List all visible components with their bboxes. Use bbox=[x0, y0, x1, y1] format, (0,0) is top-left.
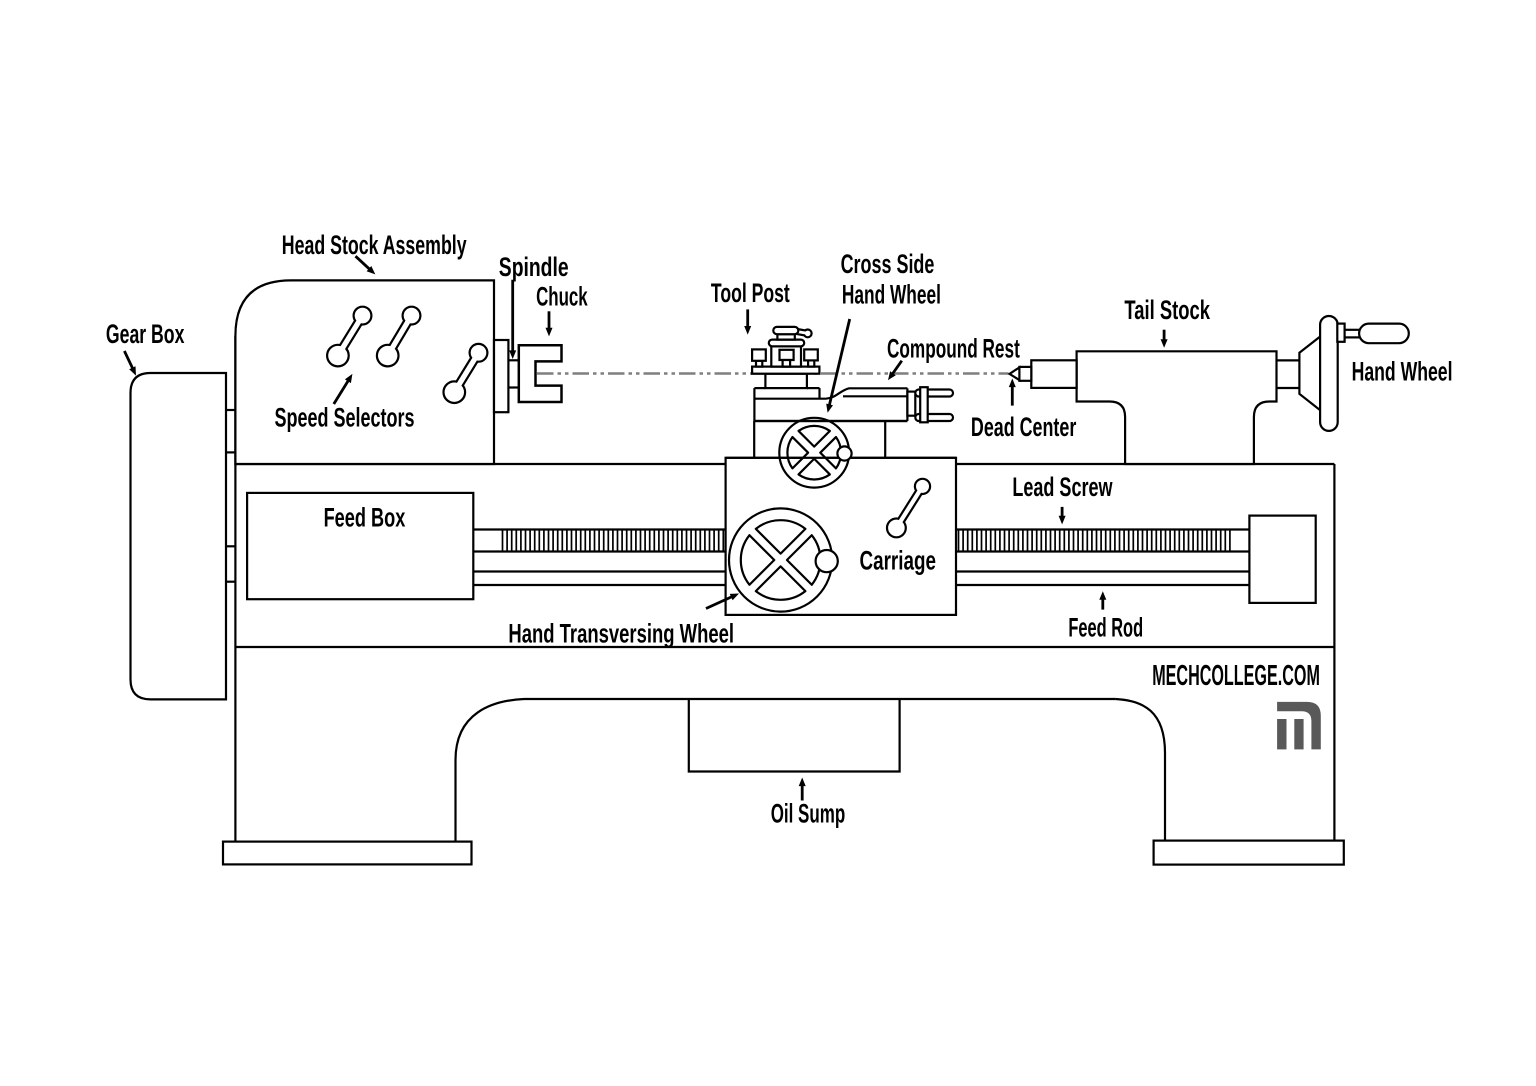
svg-text:Dead Center: Dead Center bbox=[971, 412, 1077, 442]
svg-text:Head Stock Assembly: Head Stock Assembly bbox=[282, 230, 467, 260]
svg-text:Tail Stock: Tail Stock bbox=[1124, 295, 1210, 325]
svg-text:Feed Box: Feed Box bbox=[324, 502, 406, 532]
svg-text:Hand Transversing Wheel: Hand Transversing Wheel bbox=[508, 618, 734, 648]
svg-text:Chuck: Chuck bbox=[536, 281, 588, 311]
svg-text:MECHCOLLEGE.COM: MECHCOLLEGE.COM bbox=[1152, 660, 1320, 692]
svg-text:Feed Rod: Feed Rod bbox=[1068, 613, 1143, 643]
svg-text:Oil Sump: Oil Sump bbox=[771, 798, 846, 828]
svg-text:Tool Post: Tool Post bbox=[711, 278, 790, 308]
svg-text:Carriage: Carriage bbox=[860, 545, 937, 575]
svg-text:Lead Screw: Lead Screw bbox=[1012, 472, 1113, 502]
svg-text:Cross Side: Cross Side bbox=[841, 249, 935, 279]
svg-text:Gear Box: Gear Box bbox=[106, 319, 184, 349]
svg-text:Hand Wheel: Hand Wheel bbox=[842, 279, 941, 309]
svg-text:Speed Selectors: Speed Selectors bbox=[275, 403, 415, 433]
svg-text:Spindle: Spindle bbox=[499, 252, 569, 282]
svg-text:Hand Wheel: Hand Wheel bbox=[1352, 357, 1453, 387]
svg-text:Compound Rest: Compound Rest bbox=[887, 334, 1020, 364]
